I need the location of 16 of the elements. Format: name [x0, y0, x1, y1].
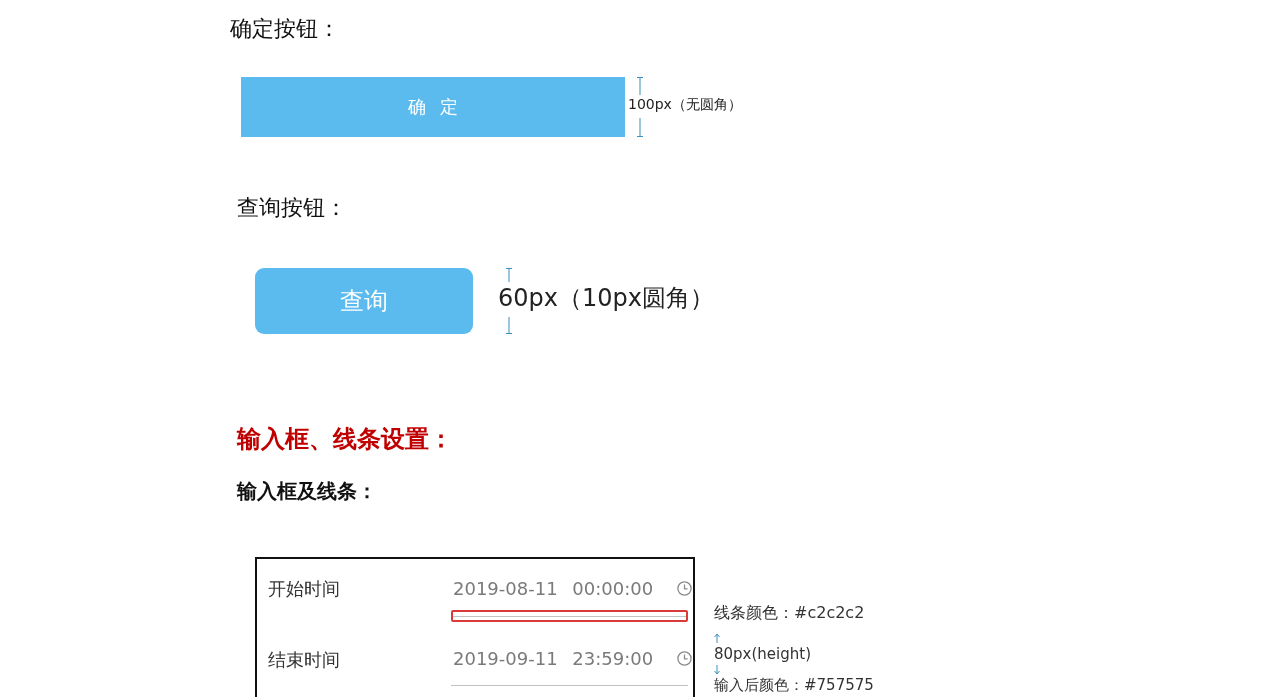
section-heading: 确定按钮：	[230, 16, 340, 43]
date-input-field: 2019-08-11 00:00:00	[451, 575, 688, 617]
section-heading: 输入框、线条设置：	[237, 425, 453, 454]
annotation-text: 输入后颜色：#757575	[714, 676, 874, 694]
query-button: 查询	[255, 268, 473, 334]
subsection-heading: 输入框及线条：	[237, 479, 377, 503]
section-heading: 查询按钮：	[237, 195, 347, 222]
confirm-button: 确 定	[241, 77, 625, 137]
dimension-label: 60px（10px圆角）	[498, 284, 714, 313]
form-panel	[255, 557, 695, 697]
dimension-label: 80px(height)	[714, 645, 811, 663]
date-input-field: 2019-09-11 23:59:00	[451, 645, 688, 686]
field-label: 结束时间	[268, 648, 340, 672]
field-label: 开始时间	[268, 577, 340, 601]
annotation-text: 线条颜色：#c2c2c2	[714, 603, 865, 623]
dimension-label: 100px（无圆角）	[628, 96, 742, 113]
